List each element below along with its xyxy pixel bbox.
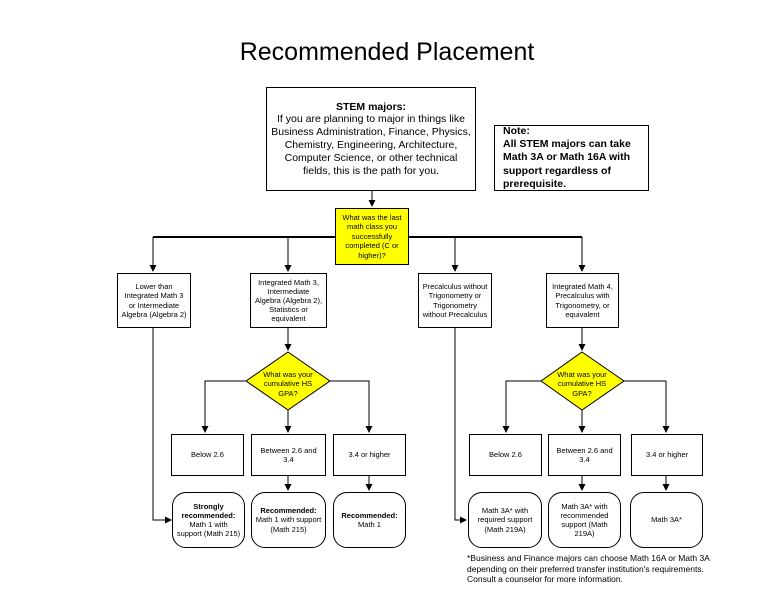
gpa-question-left: What was your cumulative HS GPA?	[263, 370, 313, 398]
connector	[454, 328, 467, 524]
result-label: Strongly recommended:	[181, 501, 236, 520]
gpa-2-6-to-3-4-right: Between 2.6 and 3.4	[548, 434, 621, 476]
gpa-3-4-plus-left: 3.4 or higher	[333, 434, 406, 476]
connector	[330, 380, 373, 433]
category-math4: Integrated Math 4, Precalculus with Trig…	[546, 273, 619, 328]
result-text: Math 1 with support (Math 215)	[255, 515, 322, 534]
category-below-math3: Lower than Integrated Math 3 or Intermed…	[117, 273, 191, 328]
result-recommended-math1-support: Recommended: Math 1 with support (Math 2…	[251, 492, 326, 548]
result-text: Math 1	[358, 520, 381, 529]
note-body: All STEM majors can take Math 3A or Math…	[503, 138, 631, 190]
result-math3a-recommended-support: Math 3A* with recommended support (Math …	[548, 492, 621, 548]
page-title: Recommended Placement	[239, 38, 535, 66]
gpa-2-6-to-3-4-left: Between 2.6 and 3.4	[251, 434, 326, 476]
result-math3a: Math 3A*	[630, 492, 703, 548]
gpa-below-2-6-left: Below 2.6	[171, 434, 244, 476]
stem-heading: STEM majors:	[335, 100, 406, 113]
footnote: *Business and Finance majors can choose …	[467, 553, 710, 585]
note-box: Note: All STEM majors can take Math 3A o…	[494, 125, 649, 191]
gpa-below-2-6-right: Below 2.6	[469, 434, 542, 476]
connector	[152, 328, 172, 524]
result-recommended-math1: Recommended: Math 1	[333, 492, 406, 548]
note-heading: Note:	[503, 125, 530, 138]
result-math3a-required-support: Math 3A* with required support (Math 219…	[468, 492, 542, 548]
gpa-3-4-plus-right: 3.4 or higher	[631, 434, 703, 476]
gpa-decision-diamond-left	[245, 351, 331, 411]
category-precalc-partial: Precalculus without Trigonometry or Trig…	[418, 273, 492, 328]
result-label: Recommended:	[341, 510, 398, 520]
connector	[201, 380, 246, 433]
gpa-question-right: What was your cumulative HS GPA?	[557, 370, 607, 398]
connector	[502, 380, 541, 433]
result-strongly-recommended-math1-support: Strongly recommended: Math 1 with suppor…	[172, 492, 245, 548]
result-text: Math 1 with support (Math 215)	[176, 520, 241, 539]
connector	[624, 380, 670, 433]
gpa-decision-diamond-right	[540, 351, 625, 411]
category-math3: Integrated Math 3, Intermediate Algebra …	[250, 273, 327, 328]
stem-majors-box: STEM majors: If you are planning to majo…	[266, 87, 476, 191]
result-label: Recommended:	[260, 506, 317, 516]
stem-body: If you are planning to major in things l…	[271, 113, 471, 177]
last-math-question: What was the last math class you success…	[335, 208, 409, 265]
